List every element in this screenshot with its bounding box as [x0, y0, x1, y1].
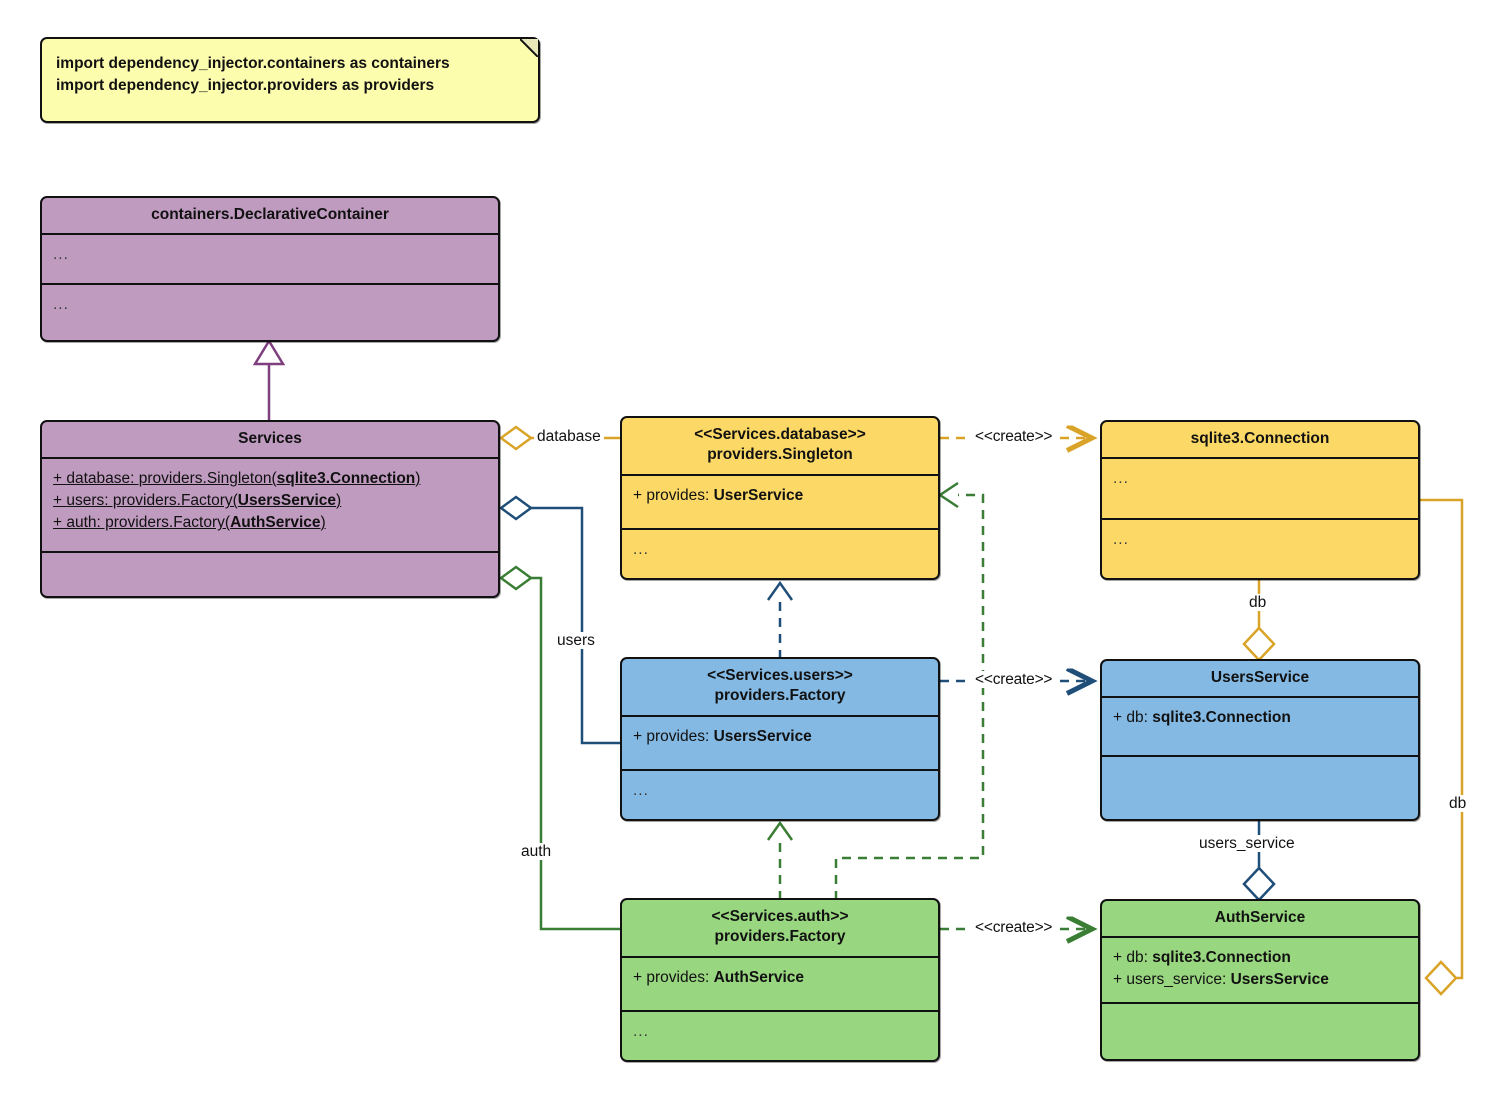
imports-note-line-2: import dependency_injector.providers as …	[56, 77, 435, 95]
edge-label-create-database: <<create>>	[972, 428, 1056, 446]
class-services-auth-provider[interactable]: <<Services.auth>> providers.Factory + pr…	[620, 898, 940, 1062]
attributes-ellipsis: ...	[1113, 470, 1129, 488]
attribute-database: + database: providers.Singleton(sqlite3.…	[53, 470, 421, 488]
class-name: providers.Singleton	[707, 446, 853, 464]
class-attributes-compartment: + db: sqlite3.Connection + users_service…	[1102, 938, 1418, 1002]
edge-label-auth: auth	[518, 843, 555, 861]
edge-label-db-users: db	[1246, 594, 1270, 612]
edge-db-users-service	[1242, 580, 1276, 662]
operations-ellipsis: ...	[1113, 531, 1129, 549]
edge-users-service-auth-service	[1242, 821, 1276, 902]
class-stereotype: <<Services.database>>	[694, 426, 866, 443]
class-title: containers.DeclarativeContainer	[42, 198, 498, 236]
edge-label-users-service: users_service	[1196, 835, 1298, 853]
attribute-auth: + auth: providers.Factory(AuthService)	[53, 514, 326, 532]
class-operations-compartment: ...	[622, 527, 938, 578]
class-operations-compartment: ...	[622, 768, 938, 819]
class-services-users-provider[interactable]: <<Services.users>> providers.Factory + p…	[620, 657, 940, 821]
edge-label-users: users	[554, 632, 598, 650]
class-title: Services	[42, 422, 498, 460]
attribute-provides: + provides: AuthService	[633, 968, 805, 986]
class-operations-compartment: ...	[42, 283, 498, 331]
operations-ellipsis: ...	[633, 1022, 649, 1040]
class-name: providers.Factory	[714, 928, 846, 946]
class-attributes-compartment: + database: providers.Singleton(sqlite3.…	[42, 459, 498, 551]
class-attributes-compartment: ...	[42, 235, 498, 283]
class-title: <<Services.auth>> providers.Factory	[622, 900, 938, 958]
class-name: providers.Factory	[714, 687, 846, 705]
edge-users-association	[498, 495, 620, 745]
class-operations-compartment	[1102, 755, 1418, 815]
attribute-provides: + provides: UserService	[633, 486, 804, 504]
class-title: <<Services.users>> providers.Factory	[622, 659, 938, 717]
class-services-database-provider[interactable]: <<Services.database>> providers.Singleto…	[620, 416, 940, 580]
attribute-db: + db: sqlite3.Connection	[1113, 949, 1291, 967]
edge-label-db-auth: db	[1446, 795, 1470, 813]
class-title: <<Services.database>> providers.Singleto…	[622, 418, 938, 476]
operations-ellipsis: ...	[53, 296, 69, 314]
note-fold-icon	[520, 39, 538, 57]
attribute-users-service: + users_service: UsersService	[1113, 971, 1329, 989]
class-attributes-compartment: + provides: UsersService	[622, 717, 938, 769]
edge-generalization	[252, 338, 286, 420]
class-operations-compartment	[1102, 1002, 1418, 1052]
class-operations-compartment: ...	[622, 1009, 938, 1060]
attribute-provides: + provides: UsersService	[633, 727, 812, 745]
class-attributes-compartment: ...	[1102, 459, 1418, 518]
class-stereotype: <<Services.auth>>	[711, 908, 849, 925]
operations-ellipsis: ...	[633, 781, 649, 799]
class-attributes-compartment: + db: sqlite3.Connection	[1102, 698, 1418, 755]
class-attributes-compartment: + provides: UserService	[622, 476, 938, 528]
class-authservice[interactable]: AuthService + db: sqlite3.Connection + u…	[1100, 899, 1420, 1061]
edge-dependency-users-to-database	[766, 580, 794, 659]
edge-label-create-users: <<create>>	[972, 671, 1056, 689]
attribute-db: + db: sqlite3.Connection	[1113, 709, 1291, 727]
attribute-users: + users: providers.Factory(UsersService)	[53, 492, 342, 510]
edge-dependency-auth-to-users	[766, 820, 794, 900]
imports-note-line-1: import dependency_injector.containers as…	[56, 55, 450, 72]
edge-db-auth-service	[1420, 498, 1464, 996]
class-operations-compartment: ...	[1102, 518, 1418, 577]
class-attributes-compartment: + provides: AuthService	[622, 958, 938, 1010]
class-stereotype: <<Services.users>>	[707, 667, 853, 684]
class-services[interactable]: Services + database: providers.Singleton…	[40, 420, 500, 598]
edge-label-database: database	[534, 428, 604, 446]
class-containers-declarativecontainer[interactable]: containers.DeclarativeContainer ... ...	[40, 196, 500, 342]
operations-ellipsis: ...	[633, 540, 649, 558]
class-title: AuthService	[1102, 901, 1418, 939]
attributes-ellipsis: ...	[53, 246, 69, 264]
class-operations-compartment	[42, 551, 498, 595]
class-title: UsersService	[1102, 661, 1418, 699]
edge-auth-association	[498, 565, 620, 931]
class-title: sqlite3.Connection	[1102, 422, 1418, 460]
class-usersservice[interactable]: UsersService + db: sqlite3.Connection	[1100, 659, 1420, 821]
class-sqlite3-connection[interactable]: sqlite3.Connection ... ...	[1100, 420, 1420, 580]
imports-note: import dependency_injector.containers as…	[40, 37, 540, 123]
edge-label-create-auth: <<create>>	[972, 919, 1056, 937]
